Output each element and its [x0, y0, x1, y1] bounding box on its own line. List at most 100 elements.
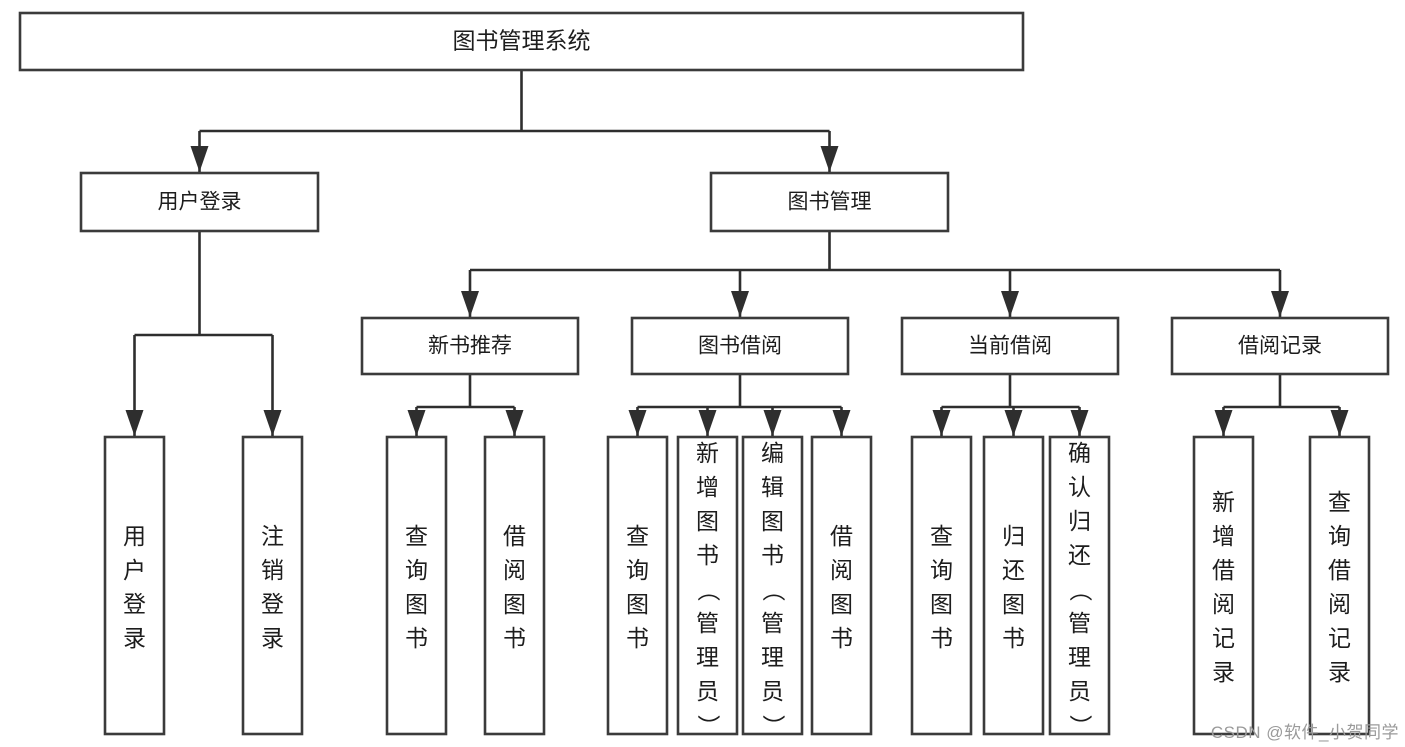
leaf-node-12-rect: [1308, 435, 1371, 736]
leaf-node-7-char: 图: [830, 591, 853, 617]
leaf-node-10-char: 归: [1068, 508, 1091, 534]
leaf-node-4-rect: [606, 435, 669, 736]
leaf-node-6-char: 员: [761, 678, 784, 704]
arrow-head-icon: [1004, 410, 1023, 436]
leaf-node-0-rect: [103, 435, 166, 736]
leaf-node-2-rect: [385, 435, 448, 736]
arrow-head-icon: [190, 146, 209, 172]
leaf-node-11-char: 新: [1212, 489, 1235, 515]
level3-node-0-rect: [360, 316, 580, 376]
leaf-node-4-char: 图: [626, 591, 649, 617]
leaf-node-1-char: 注: [261, 523, 284, 549]
leaf-node-11-char: 记: [1212, 625, 1235, 651]
leaf-node-6-char: 理: [761, 644, 784, 670]
leaf-node-10-char: 确: [1068, 440, 1091, 466]
leaf-node-12-char: 询: [1328, 523, 1351, 549]
leaf-node-4-char: 查: [626, 523, 649, 549]
leaf-node-0-char: 用: [123, 523, 146, 549]
leaf-node-5-char: 书: [696, 542, 719, 568]
arrow-head-icon: [1271, 291, 1289, 317]
leaf-node-6-char: 编: [761, 440, 784, 466]
arrow-head-icon: [820, 146, 839, 172]
level2-node-0[interactable]: 用户登录: [79, 171, 320, 233]
root-node-book-management-system-rect: [18, 11, 1025, 72]
leaf-node-9-rect: [982, 435, 1045, 736]
leaf-node-5-char: 理: [696, 644, 719, 670]
leaf-node-12-char: 阅: [1328, 591, 1351, 617]
leaf-node-0-char: 录: [123, 625, 146, 651]
leaf-node-6-char: 管: [761, 610, 784, 636]
level3-node-2[interactable]: 当前借阅: [900, 316, 1120, 376]
leaf-node-6-char: 图: [761, 508, 784, 534]
leaf-node-6-char: ）: [761, 715, 787, 738]
nodes-layer: 图书管理系统用户登录图书管理新书推荐图书借阅当前借阅借阅记录用户登录注销登录查询…: [18, 11, 1390, 738]
leaf-node-11-char: 借: [1212, 557, 1235, 583]
leaf-node-5-char: ）: [696, 715, 722, 738]
leaf-node-5-rect: [676, 435, 739, 736]
leaf-node-10-char: （: [1068, 579, 1094, 602]
leaf-node-8-char: 查: [930, 523, 953, 549]
leaf-node-2-char: 查: [405, 523, 428, 549]
leaf-node-8-char: 询: [930, 557, 953, 583]
level3-node-3-rect: [1170, 316, 1390, 376]
leaf-node-5-char: 增: [696, 474, 719, 500]
leaf-node-9-char: 图: [1002, 591, 1025, 617]
leaf-node-0[interactable]: 用户登录: [103, 435, 166, 736]
leaf-node-6-char: 辑: [761, 474, 784, 500]
leaf-node-5-char: 新: [696, 440, 719, 466]
leaf-node-1-char: 销: [261, 557, 284, 583]
leaf-node-4-char: 询: [626, 557, 649, 583]
level3-node-1-rect: [630, 316, 850, 376]
arrow-head-icon: [1330, 410, 1349, 436]
level3-node-2-label: 当前借阅: [968, 335, 1052, 358]
leaf-node-11-char: 阅: [1212, 591, 1235, 617]
level3-node-0[interactable]: 新书推荐: [360, 316, 580, 376]
arrow-head-icon: [832, 410, 851, 436]
level3-node-1[interactable]: 图书借阅: [630, 316, 850, 376]
leaf-node-5-char: 员: [696, 678, 719, 704]
leaf-node-10-char: 还: [1068, 542, 1091, 568]
leaf-node-10-rect: [1048, 435, 1111, 736]
leaf-node-0-char: 户: [123, 557, 146, 583]
leaf-node-8-char: 书: [930, 625, 953, 651]
leaf-node-3-char: 图: [503, 591, 526, 617]
arrow-head-icon: [1001, 291, 1019, 317]
leaf-node-12-char: 查: [1328, 489, 1351, 515]
leaf-node-8-char: 图: [930, 591, 953, 617]
root-node-book-management-system[interactable]: 图书管理系统: [18, 11, 1025, 72]
leaf-node-2-char: 图: [405, 591, 428, 617]
leaf-node-11-char: 录: [1212, 659, 1235, 685]
leaf-node-1-char: 录: [261, 625, 284, 651]
leaf-node-9-char: 书: [1002, 625, 1025, 651]
leaf-node-6-rect: [741, 435, 804, 736]
arrow-head-icon: [763, 410, 782, 436]
level2-node-1[interactable]: 图书管理: [709, 171, 950, 233]
root-node-book-management-system-label: 图书管理系统: [453, 28, 591, 54]
level3-node-2-rect: [900, 316, 1120, 376]
level3-node-1-label: 图书借阅: [698, 335, 782, 358]
level3-node-0-label: 新书推荐: [428, 335, 512, 358]
leaf-node-12-char: 录: [1328, 659, 1351, 685]
arrow-head-icon: [505, 410, 524, 436]
leaf-node-3-char: 借: [503, 523, 526, 549]
leaf-node-3-char: 书: [503, 625, 526, 651]
leaf-node-12-char: 借: [1328, 557, 1351, 583]
leaf-node-10-char: 认: [1068, 474, 1091, 500]
level2-node-1-rect: [709, 171, 950, 233]
leaf-node-11-char: 增: [1212, 523, 1235, 549]
leaf-node-2-char: 询: [405, 557, 428, 583]
level3-node-3[interactable]: 借阅记录: [1170, 316, 1390, 376]
